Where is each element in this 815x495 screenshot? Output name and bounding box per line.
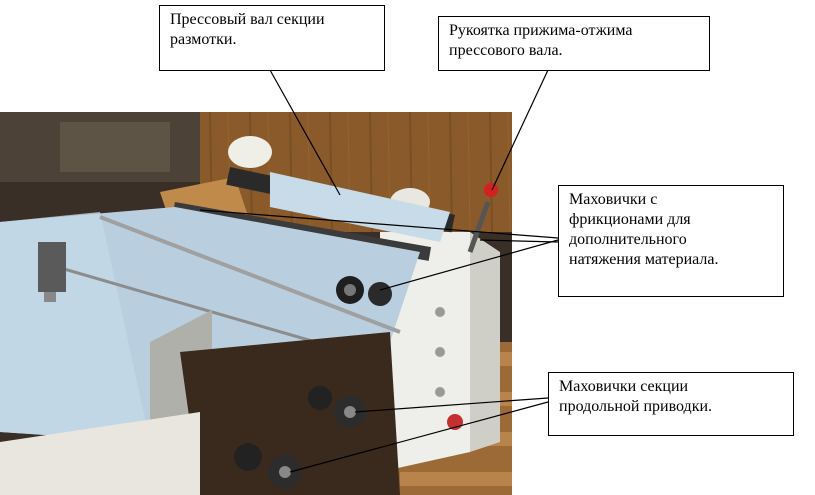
machine-photo [0, 112, 512, 495]
callout-clamp-handle: Рукоятка прижима-отжима прессового вала. [438, 16, 710, 71]
callout-press-roll-unwind: Прессовый вал секции размотки. [159, 5, 385, 71]
callout-friction-handwheels: Маховички с фрикционами для дополнительн… [558, 185, 784, 297]
callout-feed-handwheels: Маховички секции продольной приводки. [548, 372, 794, 436]
